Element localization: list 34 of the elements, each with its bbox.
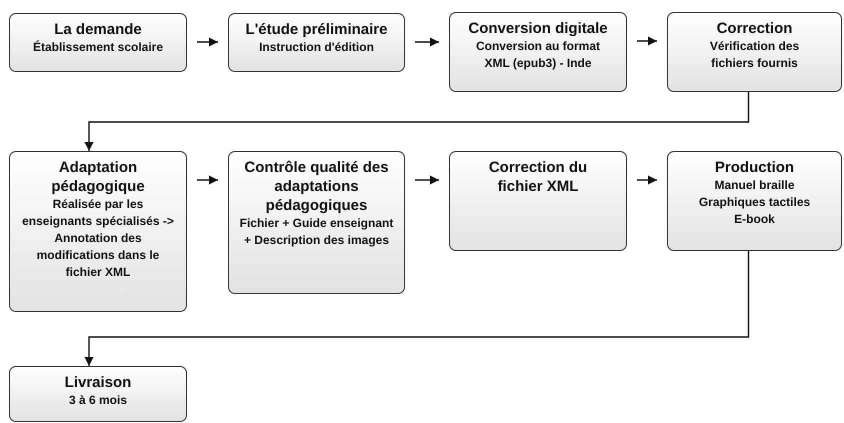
step-title: Adaptation pédagogique xyxy=(50,158,146,196)
step-description: Réalisée par les enseignants spécialisés -> Annotation des modifications dans le fichier XML xyxy=(21,196,175,281)
arrow xyxy=(84,92,750,151)
step-title: Livraison xyxy=(64,373,132,392)
process-box xyxy=(228,13,405,72)
arrow xyxy=(197,176,218,184)
step-description: Fichier + Guide enseignant + Description des images xyxy=(238,215,394,249)
step-title: Correction xyxy=(716,19,794,38)
arrow xyxy=(415,176,439,184)
process-box xyxy=(9,366,187,422)
step-title: Conversion digitale xyxy=(467,19,609,38)
arrow xyxy=(637,36,657,46)
step-description: 3 à 6 mois xyxy=(68,392,128,409)
process-box xyxy=(228,151,405,294)
step-description: Instruction d'édition xyxy=(258,39,375,56)
step-title: Correction du fichier XML xyxy=(488,158,588,196)
step-title: La demande xyxy=(53,20,143,39)
step-title: Contrôle qualité des adaptations pédagogiques xyxy=(243,158,390,215)
process-box xyxy=(667,151,842,251)
process-box xyxy=(9,13,187,72)
step-description: Vérification des fichiers fournis xyxy=(708,38,800,72)
arrow xyxy=(84,251,750,366)
step-description: Manuel braille Graphiques tactiles E-book xyxy=(698,177,812,228)
step-title: Production xyxy=(714,158,796,177)
arrow xyxy=(637,176,657,184)
step-title: L'étude préliminaire xyxy=(244,20,388,39)
arrow xyxy=(415,38,439,46)
arrow xyxy=(197,38,218,46)
process-box xyxy=(9,151,187,312)
step-description: Conversion au format XML (epub3) - Inde xyxy=(474,38,602,72)
step-description: Établissement scolaire xyxy=(32,39,164,56)
process-box xyxy=(449,151,627,251)
process-box xyxy=(449,12,627,92)
process-box xyxy=(667,12,842,92)
